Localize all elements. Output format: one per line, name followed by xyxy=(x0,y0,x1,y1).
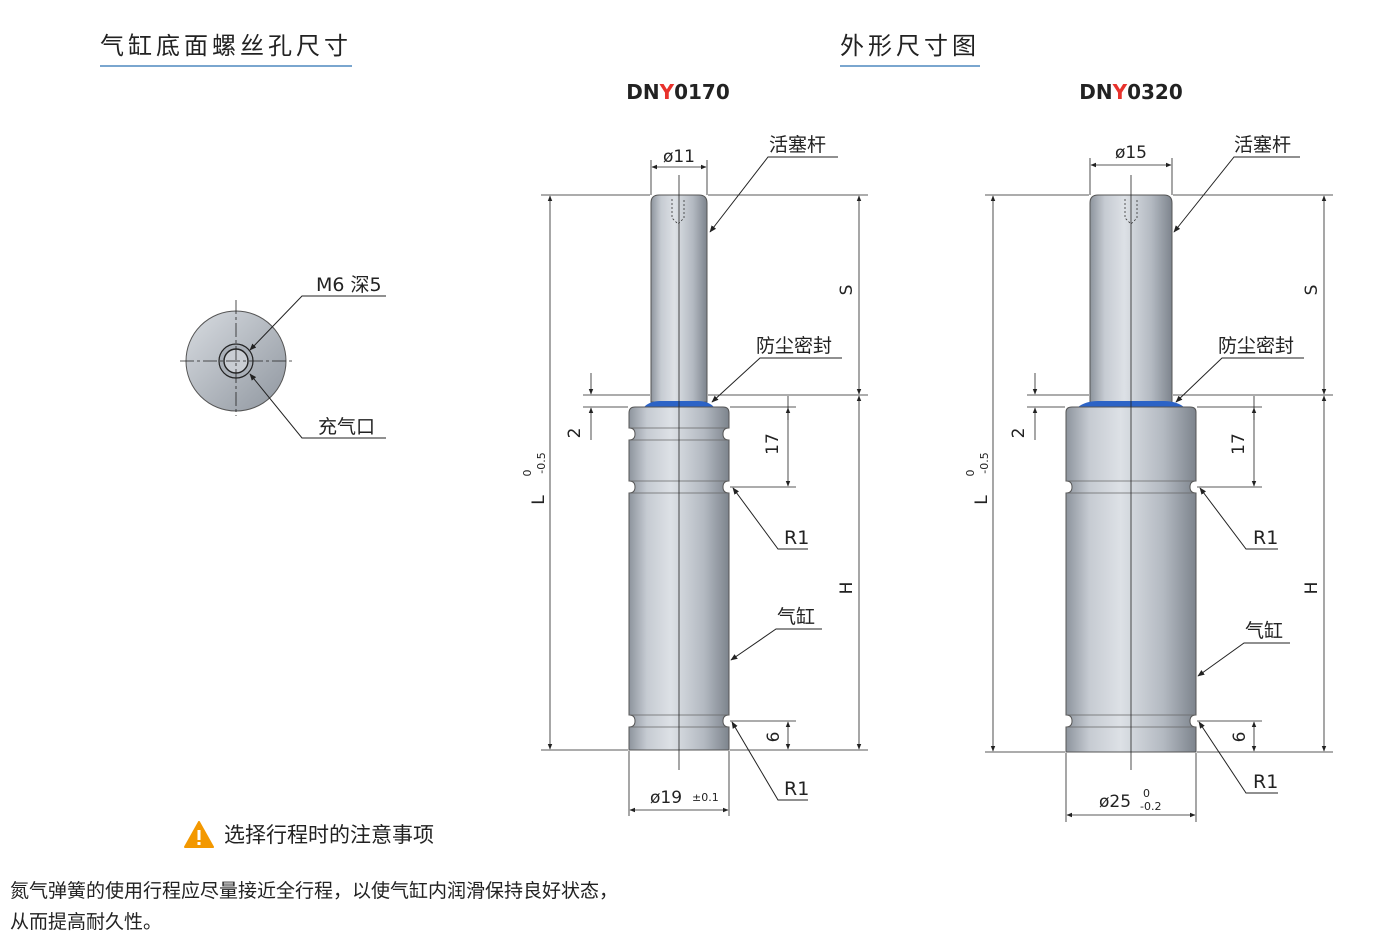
note-line-1: 氮气弹簧的使用行程应尽量接近全行程，以使气缸内润滑保持良好状态， xyxy=(10,880,619,902)
body-tolerance-upper: 0 xyxy=(1143,787,1150,800)
bottom-view: M6 深5 充气口 xyxy=(180,274,386,439)
cylinder-leader xyxy=(1197,642,1290,677)
dim-17-label: 17 xyxy=(763,433,783,455)
warning-title: 选择行程时的注意事项 xyxy=(224,823,434,847)
model-name-y: Y xyxy=(1112,80,1128,104)
model-name: DNY0320 xyxy=(1079,80,1183,104)
H-label: H xyxy=(1302,582,1322,595)
seal-leader xyxy=(1175,357,1304,403)
r1-upper-leader xyxy=(1199,487,1278,550)
H-label: H xyxy=(837,582,857,595)
r1-upper-label: R1 xyxy=(1253,527,1278,549)
rod-label: 活塞杆 xyxy=(1234,134,1291,156)
rod-diameter-label: ø15 xyxy=(1115,143,1147,163)
cylinder-label: 气缸 xyxy=(1245,620,1283,642)
L-tol-upper: 0 xyxy=(521,470,534,477)
cylinder-leader xyxy=(730,628,822,661)
L-label: L xyxy=(529,495,549,505)
port-leader xyxy=(249,373,386,439)
rod-thread-hole xyxy=(671,199,685,225)
model-name-y: Y xyxy=(659,80,675,104)
dim-6-label: 6 xyxy=(1230,732,1250,743)
L-tol-lower: -0.5 xyxy=(535,452,548,473)
dim-2-label: 2 xyxy=(1009,428,1029,439)
seal-label: 防尘密封 xyxy=(756,335,832,357)
warning-heading: 选择行程时的注意事项 xyxy=(184,819,434,849)
seal-leader xyxy=(711,357,842,403)
rod-leader xyxy=(1173,156,1300,233)
cylinder-label: 气缸 xyxy=(777,606,815,628)
rod-thread-hole xyxy=(1124,199,1138,225)
L-tol-upper: 0 xyxy=(964,470,977,477)
r1-lower-label: R1 xyxy=(784,778,809,800)
note-line-2: 从而提高耐久性。 xyxy=(10,911,163,933)
r1-upper-label: R1 xyxy=(784,527,809,549)
model-dny0320: DNY0320 ø15 活塞杆 防尘密封 L 0 -0.5 2 xyxy=(964,80,1333,822)
r1-lower-label: R1 xyxy=(1253,771,1278,793)
body-tolerance-upper: ±0.1 xyxy=(692,791,719,804)
dim-17-label: 17 xyxy=(1229,433,1249,455)
L-tol-lower: -0.5 xyxy=(978,452,991,473)
seal-label: 防尘密封 xyxy=(1218,335,1294,357)
port-label: 充气口 xyxy=(318,416,375,438)
r1-lower-leader xyxy=(1198,721,1278,794)
body-diameter-label: ø19 xyxy=(650,788,682,808)
r1-lower-leader xyxy=(731,721,808,801)
rod-diameter-label: ø11 xyxy=(663,147,695,167)
r1-upper-leader xyxy=(732,487,808,550)
body-diameter-label: ø25 xyxy=(1099,792,1131,812)
thread-label: M6 深5 xyxy=(316,274,382,296)
model-name: DNY0170 xyxy=(626,80,730,104)
dim-6-label: 6 xyxy=(764,732,784,743)
thread-leader xyxy=(249,295,386,351)
thread-section-title: 气缸底面螺丝孔尺寸 xyxy=(100,26,352,67)
body-tolerance-lower: -0.2 xyxy=(1140,800,1161,813)
dim-2-label: 2 xyxy=(565,428,585,439)
model-dny0170: DNY0170 ø11 活塞杆 防尘密封 L 0 -0.5 xyxy=(521,80,868,816)
L-label: L xyxy=(972,495,992,505)
warning-icon xyxy=(184,820,214,848)
dimensions-section-title: 外形尺寸图 xyxy=(840,26,980,67)
rod-label: 活塞杆 xyxy=(769,134,826,156)
S-label: S xyxy=(837,285,857,296)
S-label: S xyxy=(1302,285,1322,296)
rod-leader xyxy=(709,156,838,233)
